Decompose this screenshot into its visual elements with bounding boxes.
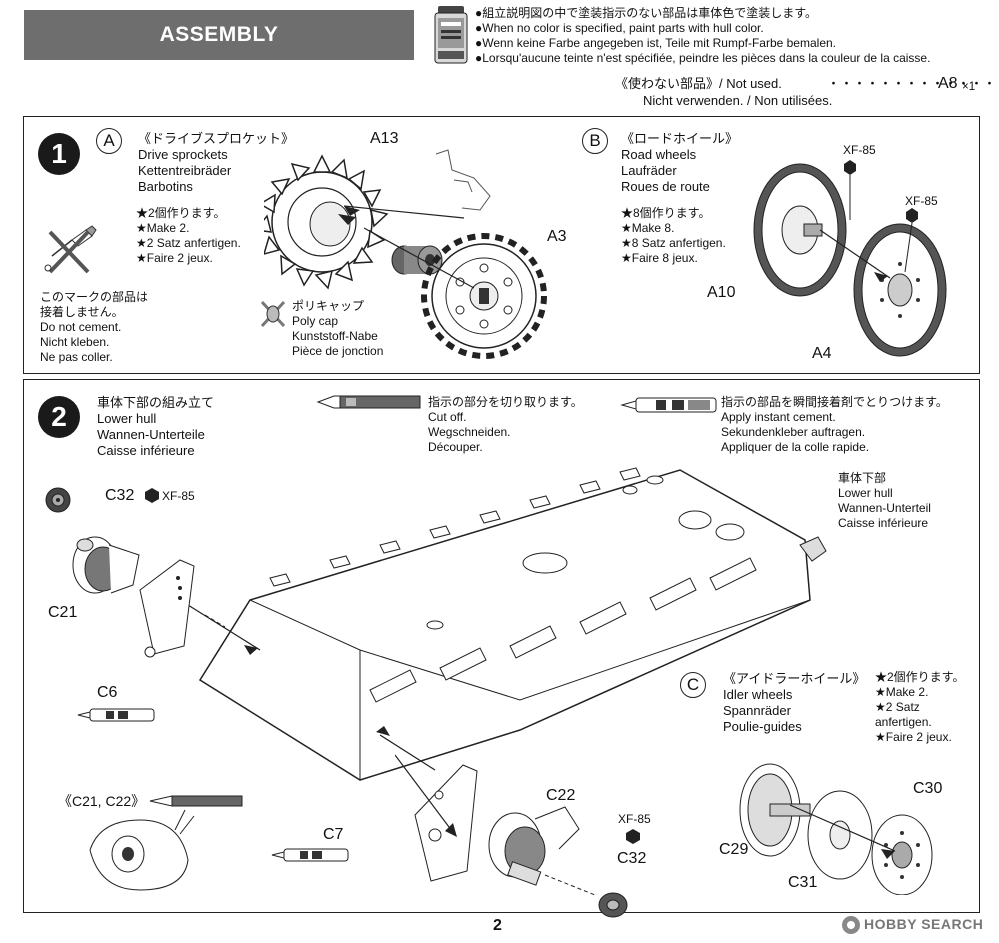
part-c32-top-label: C32 [105, 487, 135, 504]
step2-number: 2 [38, 396, 80, 438]
hobby-search-logo-icon [842, 916, 860, 934]
cut-off-note: 指示の部分を切り取ります。 Cut off. Wegschneiden. Déc… [428, 395, 583, 454]
part-c22-label: C22 [546, 787, 576, 804]
step1-frame [23, 116, 980, 374]
part-c29-label: C29 [719, 841, 749, 858]
idler-wheel-drawing [739, 763, 933, 895]
paint-note-de: ●Wenn keine Farbe angegeben ist, Teile m… [475, 36, 836, 50]
paint-note-en: ●When no color is specified, paint parts… [475, 21, 764, 35]
c32-bottom-drawing [598, 892, 628, 918]
part-c6-label: C6 [97, 684, 118, 701]
assembly-banner: ASSEMBLY [24, 10, 414, 60]
lower-hull-drawing [179, 467, 827, 781]
road-wheel-paint-1: XF-85 [843, 143, 876, 157]
c21-c22-detail-label: 《C21, C22》 [58, 793, 146, 809]
lower-hull-label: 車体下部 Lower hull Wannen-Unterteil Caisse … [838, 471, 931, 530]
instant-cement-icon [620, 397, 717, 413]
not-used-qty: ×1 [962, 81, 976, 93]
no-cement-icon [44, 225, 97, 274]
part-a3-label: A3 [547, 228, 567, 245]
step1-b-letter: B [582, 128, 608, 154]
step2-frame [23, 379, 980, 913]
lower-hull-title: 車体下部の組み立て Lower hull Wannen-Unterteile C… [97, 395, 215, 458]
polycap-no-cement-icon [260, 300, 286, 328]
sprocket-assembly-drawing [264, 149, 547, 359]
part-c31-label: C31 [788, 874, 818, 891]
c32-top-paint: XF-85 [162, 489, 195, 503]
paint-notes: ●組立説明図の中で塗装指示のない部品は車体色で塗装します。 ●When no c… [475, 6, 930, 66]
paint-hex-icon-bottom [626, 829, 640, 844]
part-c7-label: C7 [323, 826, 344, 843]
step2-c-letter: C [680, 672, 706, 698]
c32-bottom-paint: XF-85 [618, 812, 651, 826]
paint-hex-icon [145, 488, 159, 503]
no-cement-note: このマークの部品は 接着しません。 Do not cement. Nicht k… [40, 290, 149, 364]
c7-cement-icon [271, 848, 349, 862]
part-a10-label: A10 [707, 284, 736, 301]
step1-number: 1 [38, 133, 80, 175]
road-wheel-paint-2: XF-85 [905, 194, 938, 208]
paint-note-fr: ●Lorsqu'aucune teinte n'est spécifiée, p… [475, 51, 931, 65]
watermark-text: HOBBY SEARCH [864, 916, 984, 932]
not-used-dots: ・・・・・・・・・・・・・ [827, 76, 997, 91]
paint-note-jp: ●組立説明図の中で塗装指示のない部品は車体色で塗装します。 [475, 6, 818, 20]
road-wheel-drawing [753, 160, 947, 357]
part-c32-bottom-label: C32 [617, 850, 647, 867]
road-wheel-title: 《ロードホイール》 Road wheels Laufräder Roues de… [621, 131, 739, 194]
not-used-part: A8 [938, 75, 958, 92]
part-a13-label: A13 [370, 130, 399, 147]
hobby-knife-icon [316, 395, 421, 409]
spray-can-icon [434, 6, 468, 64]
drive-sprocket-title: 《ドライブスプロケット》 Drive sprockets Kettentreib… [138, 131, 295, 194]
not-used-line2: Nicht verwenden. / Non utilisées. [643, 93, 833, 108]
c32-top-drawing [45, 487, 71, 513]
c7-c22-drawing [395, 754, 596, 896]
part-c30-label: C30 [913, 780, 943, 797]
polycap-label: ポリキャップ Poly cap Kunststoff-Nabe Pièce de… [292, 299, 384, 358]
c21-c6-drawing [72, 536, 225, 658]
idler-wheel-make: ★2個作ります。 ★Make 2. ★2 Satz anfertigen. ★F… [875, 670, 965, 744]
idler-wheel-title: 《アイドラーホイール》 Idler wheels Spannräder Poul… [723, 671, 866, 734]
part-c21-label: C21 [48, 604, 78, 621]
c21-c22-detail-drawing [89, 795, 243, 891]
step1-a-letter: A [96, 128, 122, 154]
page-number: 2 [493, 917, 502, 934]
road-wheel-make: ★8個作ります。 ★Make 8. ★8 Satz anfertigen. ★F… [621, 206, 726, 265]
c6-cement-icon [77, 708, 155, 722]
not-used-line1: 《使わない部品》/ Not used. [615, 76, 782, 91]
part-a4-label: A4 [812, 345, 832, 362]
instant-cement-note: 指示の部品を瞬間接着剤でとりつけます。 Apply instant cement… [721, 395, 948, 454]
drive-sprocket-make: ★2個作ります。 ★Make 2. ★2 Satz anfertigen. ★F… [136, 206, 241, 265]
